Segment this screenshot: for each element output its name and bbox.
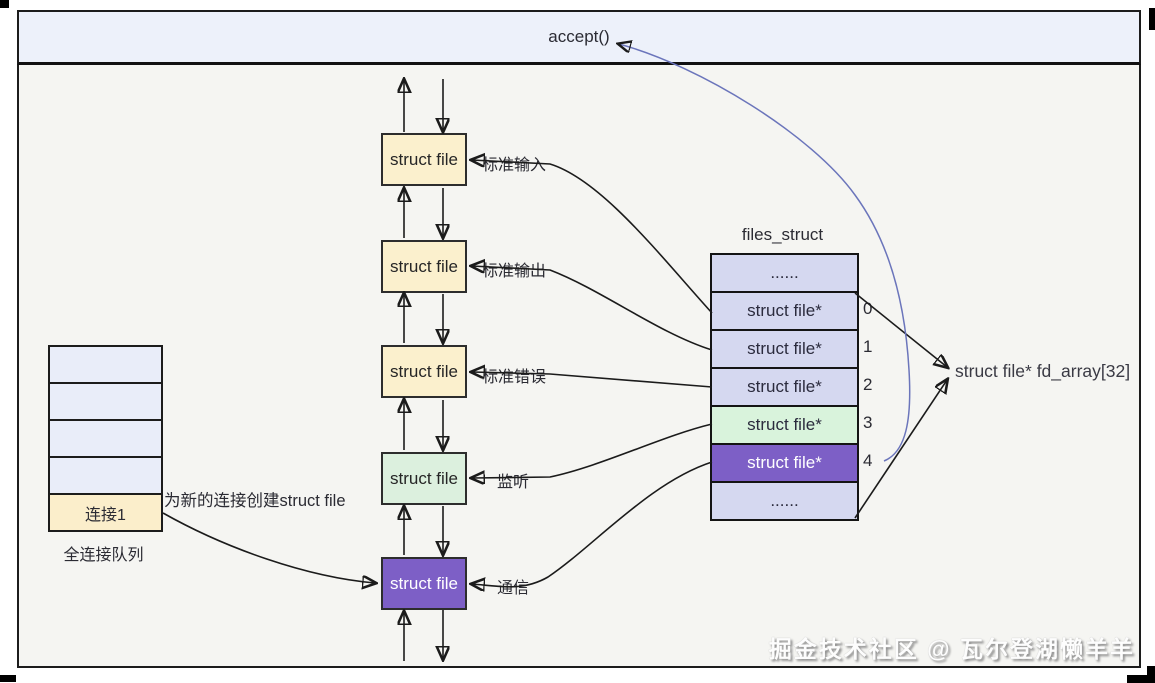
fd-row-label: struct file* [747, 453, 822, 472]
fd-row-label: ...... [770, 263, 799, 282]
queue-slot [50, 347, 161, 384]
struct-file-box-listen: struct file [381, 452, 467, 505]
fd-array-pointer-label: struct file* fd_array[32] [955, 361, 1131, 381]
create-struct-file-note: 为新的连接创建struct file [164, 492, 346, 510]
fd-row-4: struct file* [712, 445, 857, 483]
crop-mark-top-left [0, 0, 9, 8]
fd-row-label: struct file* [747, 339, 822, 358]
queue-slot [50, 421, 161, 458]
fd-index-2: 2 [863, 375, 873, 394]
struct-file-label: struct file [389, 256, 459, 276]
crop-mark-top-right [1149, 8, 1155, 30]
accept-label: accept() [548, 27, 610, 46]
files-struct-table: ...... struct file* struct file* struct … [710, 253, 859, 521]
annotation-stdin: 标准输入 [482, 157, 547, 174]
queue-caption: 全连接队列 [63, 547, 144, 564]
fd-row-label: ...... [770, 491, 799, 510]
connection1-label: 连接1 [85, 506, 126, 524]
watermark: 掘金技术社区 @ 瓦尔登湖懒羊羊 [768, 636, 1135, 662]
queue-slot [50, 384, 161, 421]
annotation-comm: 通信 [497, 580, 530, 597]
accept-banner: accept() [17, 10, 1141, 65]
diagram-canvas [17, 10, 1141, 668]
fd-row-1: struct file* [712, 331, 857, 369]
struct-file-box-stdout: struct file [381, 240, 467, 293]
struct-file-box-stdin: struct file [381, 133, 467, 186]
fd-row-label: struct file* [747, 415, 822, 434]
crop-mark-bottom-right-v [1147, 666, 1155, 683]
struct-file-label: struct file [389, 149, 459, 169]
fd-index-0: 0 [863, 299, 873, 318]
fd-row-3: struct file* [712, 407, 857, 445]
fd-index-3: 3 [863, 413, 873, 432]
connection-queue: 连接1 [48, 345, 163, 532]
fd-row-label: struct file* [747, 301, 822, 320]
fd-row-label: struct file* [747, 377, 822, 396]
queue-slot-connection1: 连接1 [50, 495, 161, 530]
fd-index-1: 1 [863, 337, 873, 356]
fd-index-4: 4 [863, 451, 873, 470]
fd-row-0: struct file* [712, 293, 857, 331]
struct-file-label: struct file [389, 468, 459, 488]
queue-slot [50, 458, 161, 495]
annotation-stdout: 标准输出 [482, 263, 547, 280]
crop-mark-bottom-left [0, 675, 16, 682]
struct-file-box-comm: struct file [381, 557, 467, 610]
files-struct-title: files_struct [741, 225, 824, 244]
struct-file-label: struct file [389, 573, 459, 593]
crop-mark-bottom-right-h [1127, 675, 1155, 683]
annotation-stderr: 标准错误 [482, 369, 547, 386]
struct-file-label: struct file [389, 361, 459, 381]
fd-row-ellipsis-top: ...... [712, 255, 857, 293]
struct-file-box-stderr: struct file [381, 345, 467, 398]
fd-row-ellipsis-bottom: ...... [712, 483, 857, 519]
annotation-listen: 监听 [497, 474, 530, 491]
fd-row-2: struct file* [712, 369, 857, 407]
